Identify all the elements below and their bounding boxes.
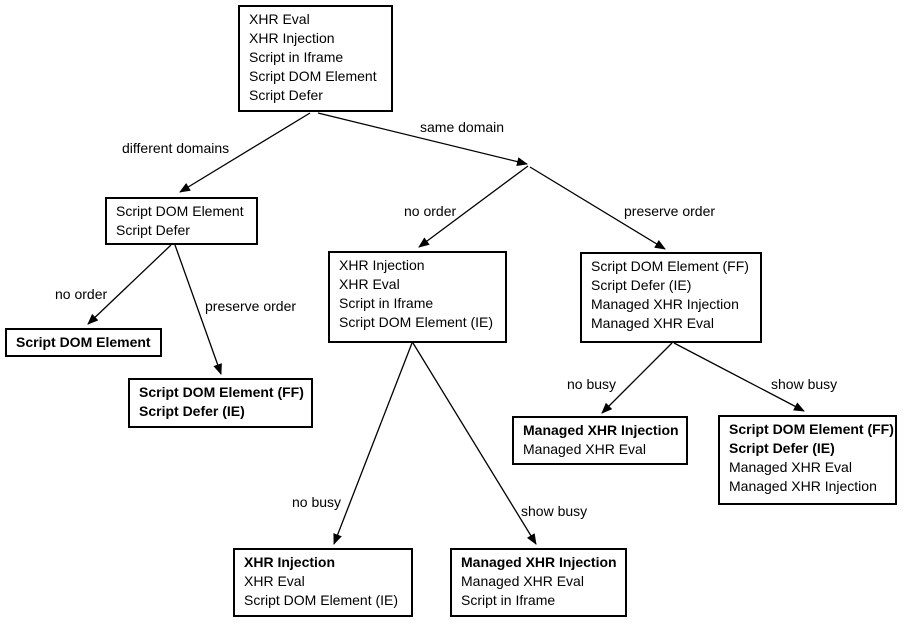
node-line: Script Defer (IE) — [591, 277, 692, 293]
edge-label-no-busy-right: no busy — [567, 376, 617, 392]
node-line: Script Defer — [249, 87, 323, 103]
node-line: Script DOM Element — [16, 334, 151, 350]
node-line: Script Defer (IE) — [139, 403, 245, 419]
node-line: Script DOM Element (IE) — [339, 314, 494, 330]
node-different-domains: Script DOM Element Script Defer — [105, 197, 258, 245]
edge-no-order-to-no-busy-leaf — [333, 342, 413, 545]
node-line: Managed XHR Injection — [591, 296, 739, 312]
node-line: Script DOM Element — [116, 203, 244, 219]
node-line: Managed XHR Injection — [523, 422, 679, 438]
node-line: XHR Eval — [339, 276, 400, 292]
node-line: Managed XHR Injection — [461, 554, 617, 570]
node-line: Script DOM Element (FF) — [591, 258, 749, 274]
node-line: Script DOM Element — [249, 68, 377, 84]
node-same-domain-no-order: XHR Injection XHR Eval Script in Iframe … — [328, 251, 507, 343]
node-line: Script in Iframe — [339, 295, 434, 311]
node-line: XHR Eval — [249, 11, 310, 27]
node-line: Managed XHR Eval — [461, 573, 584, 589]
node-line: Script DOM Element (IE) — [244, 592, 399, 608]
node-preserve-no-busy-leaf: Managed XHR Injection Managed XHR Eval — [512, 416, 688, 465]
node-line: Script in Iframe — [461, 592, 556, 608]
node-line: Script Defer — [116, 222, 190, 238]
edge-label-same-domain: same domain — [420, 119, 505, 135]
node-same-domain-preserve-order: Script DOM Element (FF) Script Defer (IE… — [580, 252, 762, 343]
node-no-order-show-busy-leaf: Managed XHR Injection Managed XHR Eval S… — [450, 548, 627, 617]
node-line: Managed XHR Eval — [523, 441, 646, 457]
edge-label-no-order-left: no order — [55, 286, 108, 302]
node-line: Managed XHR Injection — [729, 478, 877, 494]
node-line: XHR Eval — [244, 573, 305, 589]
node-line: Script DOM Element (FF) — [139, 384, 304, 400]
node-line: Script in Iframe — [249, 49, 344, 65]
edge-label-show-busy-right: show busy — [771, 376, 838, 392]
edge-diff-to-no-order-leaf — [87, 244, 172, 325]
node-preserve-show-busy-leaf: Script DOM Element (FF) Script Defer (IE… — [718, 415, 897, 505]
edge-label-no-order-middle: no order — [404, 203, 457, 219]
node-line: Script DOM Element (FF) — [729, 421, 894, 437]
edge-label-preserve-order-right: preserve order — [624, 203, 716, 219]
node-diff-preserve-order-leaf: Script DOM Element (FF) Script Defer (IE… — [128, 378, 313, 428]
edge-label-no-busy-bottom: no busy — [292, 494, 342, 510]
node-line: Managed XHR Eval — [729, 459, 852, 475]
node-line: Script Defer (IE) — [729, 440, 835, 456]
node-diff-no-order-leaf: Script DOM Element — [5, 328, 162, 357]
node-root-techniques: XHR Eval XHR Injection Script in Iframe … — [238, 5, 393, 112]
edge-label-different-domains: different domains — [122, 140, 230, 156]
node-line: Managed XHR Eval — [591, 315, 714, 331]
edge-label-show-busy-bottom: show busy — [521, 503, 588, 519]
node-line: XHR Injection — [339, 257, 425, 273]
node-line: XHR Injection — [249, 30, 335, 46]
node-no-order-no-busy-leaf: XHR Injection XHR Eval Script DOM Elemen… — [233, 548, 413, 617]
node-line: XHR Injection — [244, 554, 336, 570]
edge-label-preserve-order-left: preserve order — [205, 298, 297, 314]
